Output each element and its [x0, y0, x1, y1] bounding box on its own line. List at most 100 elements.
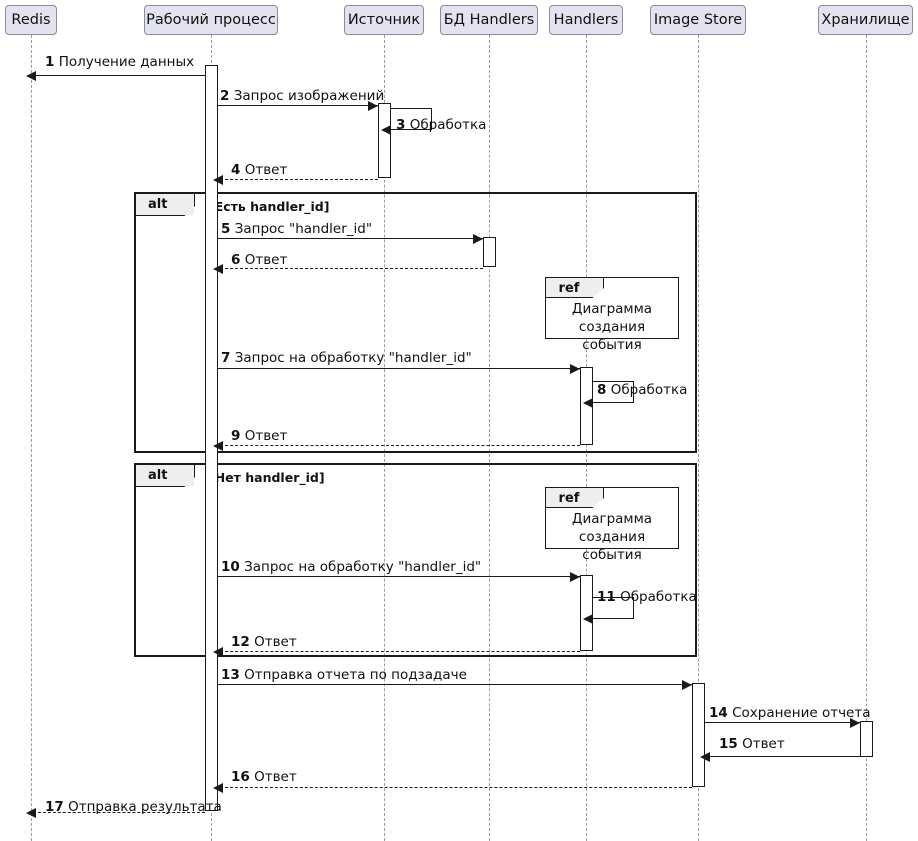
message-label-6: 6 Ответ [231, 252, 287, 268]
message-text: Запрос на обработку "handler_id" [244, 559, 482, 575]
participant-worker[interactable]: Рабочий процесс [144, 5, 278, 35]
message-label-11: 11 Обработка [597, 589, 697, 605]
participant-source[interactable]: Источник [344, 5, 424, 35]
participant-storage[interactable]: Хранилище [818, 5, 913, 35]
arrow-head-5 [473, 234, 483, 244]
message-label-14: 14 Сохранение отчета [709, 705, 870, 721]
participant-label: Рабочий процесс [146, 12, 276, 28]
participant-redis[interactable]: Redis [5, 5, 57, 35]
message-text: Ответ [244, 162, 288, 178]
message-line-4 [215, 179, 378, 180]
message-line-10 [218, 576, 580, 577]
message-text: Обработка [620, 589, 697, 605]
activation-bar-worker [205, 65, 218, 811]
message-label-1: 1 Получение данных [45, 54, 194, 70]
arrow-head-16 [213, 783, 223, 793]
participant-label: Источник [347, 12, 421, 28]
message-sequence-number: 8 [597, 382, 607, 398]
message-text: Отправка отчета по подзадаче [244, 667, 467, 683]
participant-label: БД Handlers [443, 12, 535, 28]
participant-label: Хранилище [821, 12, 910, 28]
message-label-5: 5 Запрос "handler_id" [221, 221, 372, 237]
fragment-guard-condition: [Нет handler_id] [209, 470, 325, 485]
message-text: Получение данных [58, 54, 195, 70]
participant-image_store[interactable]: Image Store [650, 5, 746, 35]
message-sequence-number: 5 [221, 221, 231, 237]
ref-tag-shape [546, 488, 604, 508]
message-sequence-number: 3 [396, 117, 406, 133]
ref-body-line-2: события [582, 547, 642, 563]
message-label-7: 7 Запрос на обработку "handler_id" [221, 350, 472, 366]
arrow-head-8 [583, 398, 593, 408]
arrow-head-4 [213, 175, 223, 185]
message-line-2 [218, 105, 378, 106]
participant-handlers[interactable]: Handlers [549, 5, 623, 35]
message-sequence-number: 2 [220, 88, 230, 104]
message-text: Ответ [254, 634, 297, 650]
arrow-head-11 [583, 614, 593, 624]
lifeline-handlers_db [489, 35, 490, 841]
arrow-head-7 [570, 364, 580, 374]
message-line-17 [28, 812, 205, 813]
message-text: Сохранение отчета [732, 705, 871, 721]
fragment-tag-shape [136, 465, 195, 487]
ref-body-line-2: события [582, 337, 642, 353]
arrow-head-15 [700, 752, 710, 762]
arrow-head-1 [26, 71, 36, 81]
message-label-12: 12 Ответ [231, 634, 297, 650]
fragment-tag-shape [136, 194, 195, 216]
participant-handlers_db[interactable]: БД Handlers [440, 5, 538, 35]
lifeline-redis [31, 35, 32, 841]
message-sequence-number: 1 [45, 54, 55, 70]
lifeline-image_store [698, 35, 699, 841]
message-line-7 [218, 368, 580, 369]
message-sequence-number: 9 [231, 428, 241, 444]
message-sequence-number: 13 [221, 667, 240, 683]
self-message-loop-3 [391, 108, 432, 130]
fragment-operator-label: alt [148, 468, 168, 483]
ref-body-line-1: Диаграмма создания [571, 301, 653, 335]
message-text: Запрос на обработку "handler_id" [234, 350, 472, 366]
ref-body-line-1: Диаграмма создания [571, 511, 653, 545]
message-label-16: 16 Ответ [231, 769, 297, 785]
message-line-12 [215, 651, 580, 652]
message-line-14 [705, 722, 860, 723]
message-line-16 [215, 787, 692, 788]
message-line-13 [218, 684, 692, 685]
ref-tag-shape [546, 278, 604, 298]
arrow-head-14 [850, 718, 860, 728]
message-label-10: 10 Запрос на обработку "handler_id" [221, 559, 481, 575]
activation-bar-image_store [692, 683, 705, 787]
message-line-15 [702, 756, 860, 757]
message-label-3: 3 Обработка [396, 117, 486, 133]
fragment-operator-label: alt [148, 197, 168, 212]
message-line-1 [28, 75, 205, 76]
fragment-operator-tag: alt [136, 194, 195, 216]
participant-label: Image Store [653, 12, 743, 28]
participant-label: Handlers [553, 12, 619, 28]
self-message-loop-11 [593, 597, 634, 619]
message-sequence-number: 10 [221, 559, 240, 575]
arrow-head-10 [570, 572, 580, 582]
ref-body-text: Диаграмма создания события [546, 300, 678, 354]
participant-label: Redis [11, 12, 51, 28]
fragment-guard-condition: [Есть handler_id] [209, 199, 330, 214]
message-label-9: 9 Ответ [231, 428, 287, 444]
message-sequence-number: 11 [597, 589, 616, 605]
message-text: Ответ [244, 428, 288, 444]
activation-bar-handlers_db [483, 237, 496, 267]
message-text: Ответ [742, 736, 785, 752]
message-line-6 [215, 268, 483, 269]
message-sequence-number: 12 [231, 634, 250, 650]
self-message-loop-8 [593, 381, 634, 403]
message-text: Запрос "handler_id" [234, 221, 373, 237]
arrow-head-6 [213, 264, 223, 274]
message-text: Запрос изображений [233, 88, 385, 104]
lifeline-source [384, 35, 385, 841]
message-text: Ответ [244, 252, 288, 268]
arrow-head-13 [682, 680, 692, 690]
activation-bar-handlers [580, 575, 593, 651]
message-sequence-number: 17 [45, 799, 64, 815]
